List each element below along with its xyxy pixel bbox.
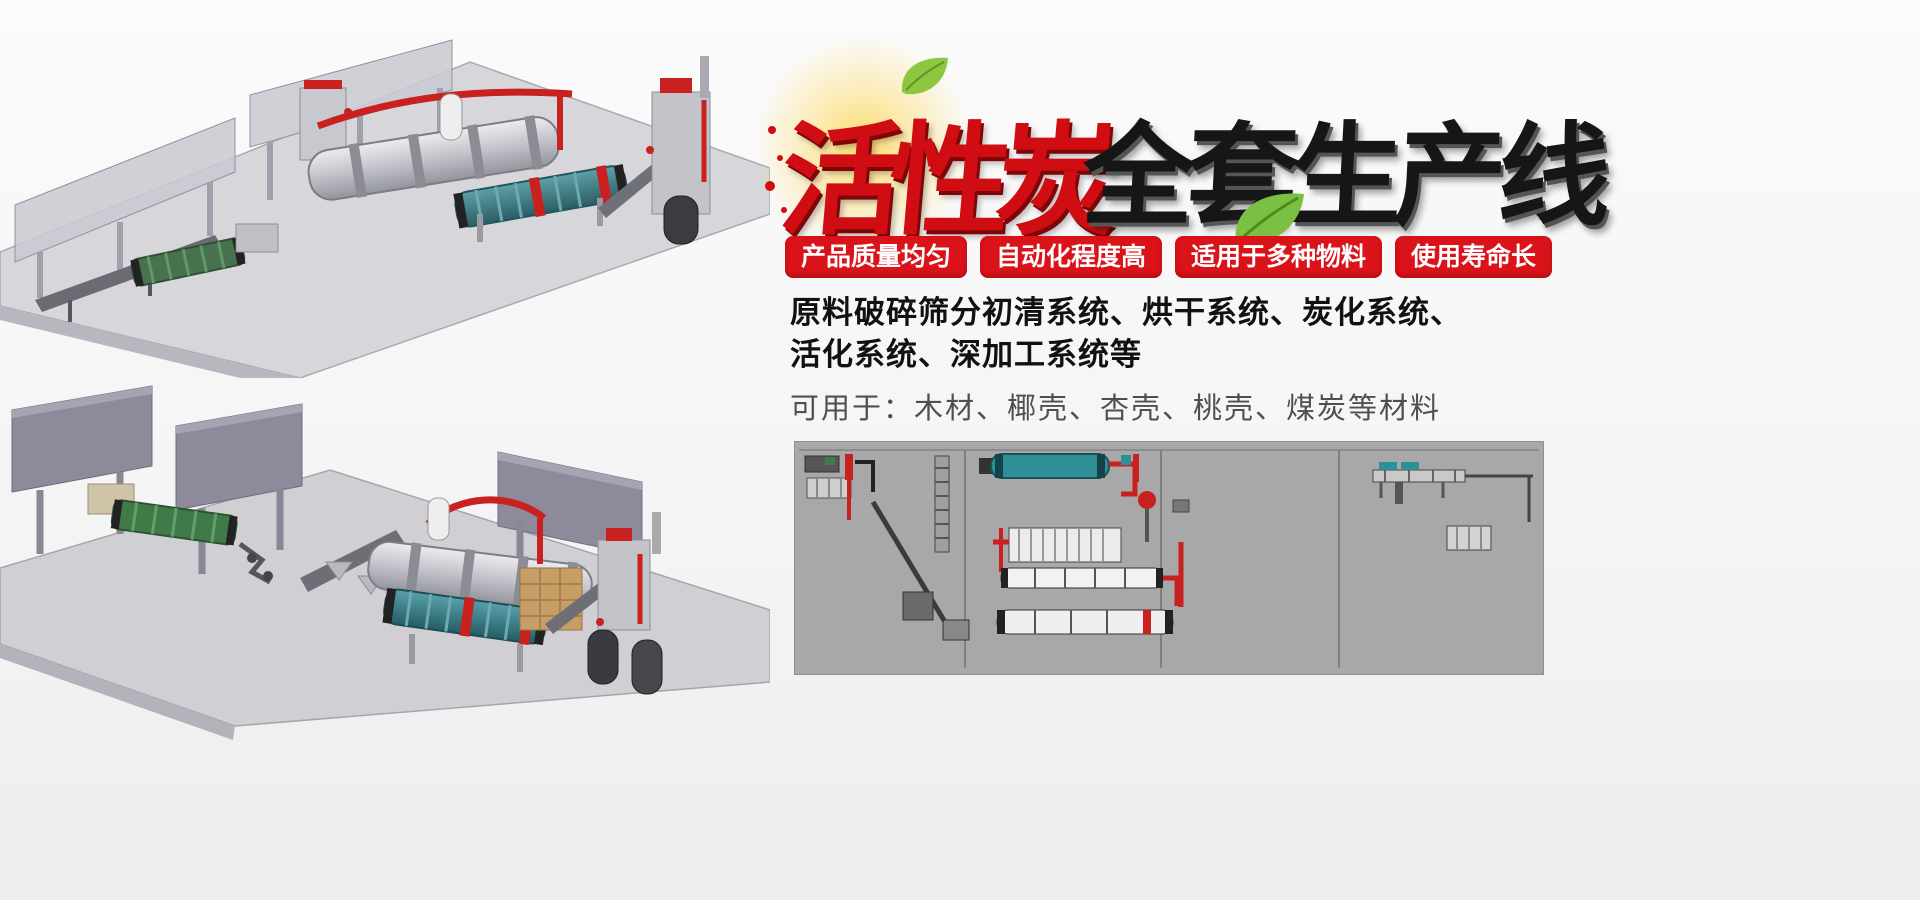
badge-lifespan: 使用寿命长 [1395,236,1553,278]
plant-layout-panel [794,441,1544,675]
production-line-render-top [0,39,770,378]
badge-automation: 自动化程度高 [980,236,1163,278]
plant-layout-diagram [795,442,1543,674]
badge-materials: 适用于多种物料 [1175,236,1383,278]
badge-quality: 产品质量均匀 [785,236,968,278]
materials-line: 可用于：木材、椰壳、杏壳、桃壳、煤炭等材料 [790,393,1442,425]
description-block: 原料破碎筛分初清系统、烘干系统、炭化系统、 活化系统、深加工系统等 可用于：木材… [790,292,1550,427]
main-title: 活性炭 全套生产线 [743,25,1606,265]
feature-badges: 产品质量均匀 自动化程度高 适用于多种物料 使用寿命长 [785,236,1553,278]
production-line-render-bottom [0,385,770,740]
systems-line-2: 活化系统、深加工系统等 [790,337,1142,372]
title-part-red: 活性炭 [775,113,1112,249]
brush-splatter [765,126,787,213]
title-part-black: 全套生产线 [1079,114,1606,239]
systems-line-1: 原料破碎筛分初清系统、烘干系统、炭化系统、 [790,295,1462,330]
